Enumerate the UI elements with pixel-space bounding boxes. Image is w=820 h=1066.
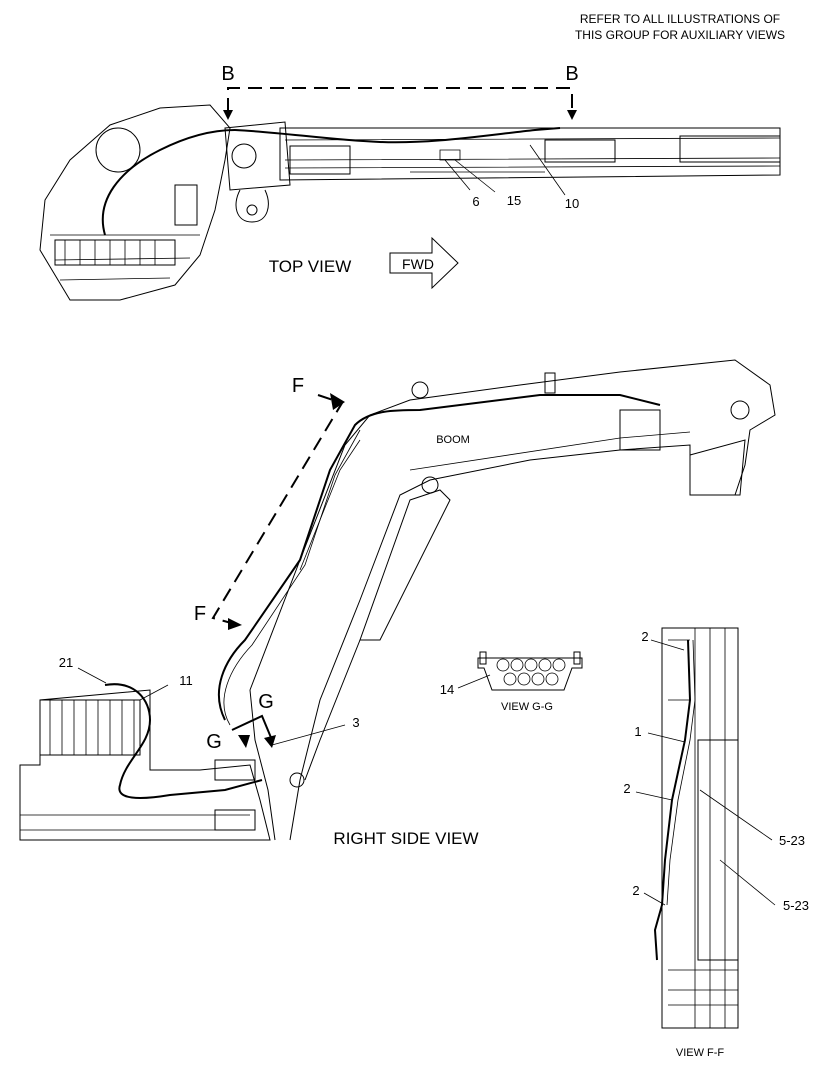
boom-top-inner-lines — [284, 137, 781, 169]
boom-inner-plate — [697, 739, 739, 961]
side-view-title: RIGHT SIDE VIEW — [333, 829, 478, 848]
section-letter-f-top: F — [292, 375, 304, 397]
valve-sections — [64, 240, 156, 265]
side-valve-block — [39, 699, 141, 756]
view-f-f-title: VIEW F-F — [676, 1047, 725, 1059]
boom-section-outline — [661, 627, 739, 1029]
section-arrow-left — [223, 110, 233, 120]
callout-6: 6 — [472, 194, 479, 209]
fwd-arrow-icon — [389, 236, 459, 290]
hose-route-side — [217, 394, 661, 721]
control-valve-block — [54, 239, 176, 266]
cylinder-base-pin — [289, 772, 305, 788]
cylinder-pin — [421, 476, 439, 494]
boom-section-crosslines — [668, 639, 738, 1006]
boom-inner-lines — [299, 431, 691, 571]
callout-leaders-side — [77, 667, 346, 746]
upper-structure — [19, 689, 271, 841]
boom-top-pin — [411, 381, 429, 399]
clamp-bolt-right — [573, 651, 581, 665]
callout-leaders-top — [444, 144, 566, 196]
reference-note: REFER TO ALL ILLUSTRATIONS OF THIS GROUP… — [575, 12, 785, 42]
section-arrow-f-top — [330, 393, 345, 410]
fwd-arrow-label: FWD — [402, 256, 434, 272]
view-g-g-title: VIEW G-G — [501, 701, 553, 713]
callout-5-23-upper: 5-23 — [779, 833, 805, 848]
deck-lines — [20, 814, 250, 831]
callout-2-top: 2 — [641, 629, 648, 644]
section-arrow-g-left — [238, 735, 250, 748]
callout-2-bottom: 2 — [632, 883, 639, 898]
boom-pin — [231, 143, 257, 169]
hose-route-base — [104, 683, 263, 799]
boom-outline — [249, 359, 776, 841]
callout-11: 11 — [179, 673, 193, 688]
hose-route-f-f — [653, 639, 692, 961]
hose-route-f-f-2 — [666, 639, 696, 906]
mount-pin — [246, 204, 258, 216]
body-frame-lines — [50, 234, 200, 281]
section-letter-b-left: B — [221, 63, 234, 85]
clamp-hose-holes — [496, 658, 566, 686]
boom-cylinder-rod — [304, 639, 361, 781]
hose-clamp-side — [544, 372, 556, 394]
swing-frame-block — [214, 759, 256, 781]
boom-label: BOOM — [436, 434, 470, 446]
boom-cylinder-left — [289, 145, 351, 175]
boom-nose-pin — [730, 400, 750, 420]
view-g-g: 14 VIEW G-G — [440, 651, 583, 713]
stick-cylinder — [544, 139, 616, 163]
hose-clamps — [410, 149, 545, 173]
callout-5-23-lower: 5-23 — [783, 898, 809, 913]
top-view-title: TOP VIEW — [269, 257, 352, 276]
side-valve-sections — [49, 700, 135, 755]
callout-leader-14 — [457, 674, 491, 689]
clamp-body — [477, 657, 583, 691]
boom-top-outline — [279, 127, 781, 181]
boom-lower-edge — [249, 689, 276, 841]
hose-route-side-2 — [223, 429, 361, 726]
boom-tip — [679, 135, 781, 163]
section-line-b — [227, 87, 573, 112]
right-side-view: F F BOOM G G 21 11 — [19, 359, 776, 848]
boom-cylinder-mount — [235, 189, 269, 223]
pump-box — [174, 184, 198, 226]
callout-21: 21 — [59, 655, 73, 670]
section-letter-g-right: G — [258, 691, 274, 713]
section-letter-f-bottom: F — [194, 603, 206, 625]
boom-foot — [224, 121, 291, 191]
swing-bearing — [95, 127, 141, 173]
clamp-bolt-left — [479, 651, 487, 665]
callout-10: 10 — [565, 196, 579, 211]
section-letter-g-left: G — [206, 731, 222, 753]
hose-route-top — [101, 129, 236, 236]
view-f-f: 2 1 2 5-23 5-23 2 VIEW F-F — [623, 627, 809, 1059]
callout-leaders-f-f — [635, 639, 776, 906]
callout-3: 3 — [352, 715, 359, 730]
note-line-2: THIS GROUP FOR AUXILIARY VIEWS — [575, 28, 785, 42]
section-letter-b-right: B — [565, 63, 578, 85]
hose-route-boom — [234, 127, 561, 144]
callout-14: 14 — [440, 682, 454, 697]
section-arrow-g-right — [264, 735, 276, 748]
note-line-1: REFER TO ALL ILLUSTRATIONS OF — [580, 12, 780, 26]
boom-bracket — [619, 409, 661, 451]
boom-section-lines — [694, 628, 726, 1028]
section-line-f — [211, 394, 344, 625]
stick-mount — [689, 439, 746, 496]
section-line-g — [231, 714, 273, 741]
callout-1: 1 — [634, 724, 641, 739]
callout-2-middle: 2 — [623, 781, 630, 796]
machine-body-outline — [39, 104, 231, 301]
swing-frame-block-2 — [214, 809, 256, 831]
callout-15: 15 — [507, 193, 521, 208]
section-arrow-right — [567, 110, 577, 120]
section-arrow-f-bottom — [228, 618, 242, 630]
top-view: B B 6 15 10 TOP VIEW FWD — [39, 63, 781, 301]
